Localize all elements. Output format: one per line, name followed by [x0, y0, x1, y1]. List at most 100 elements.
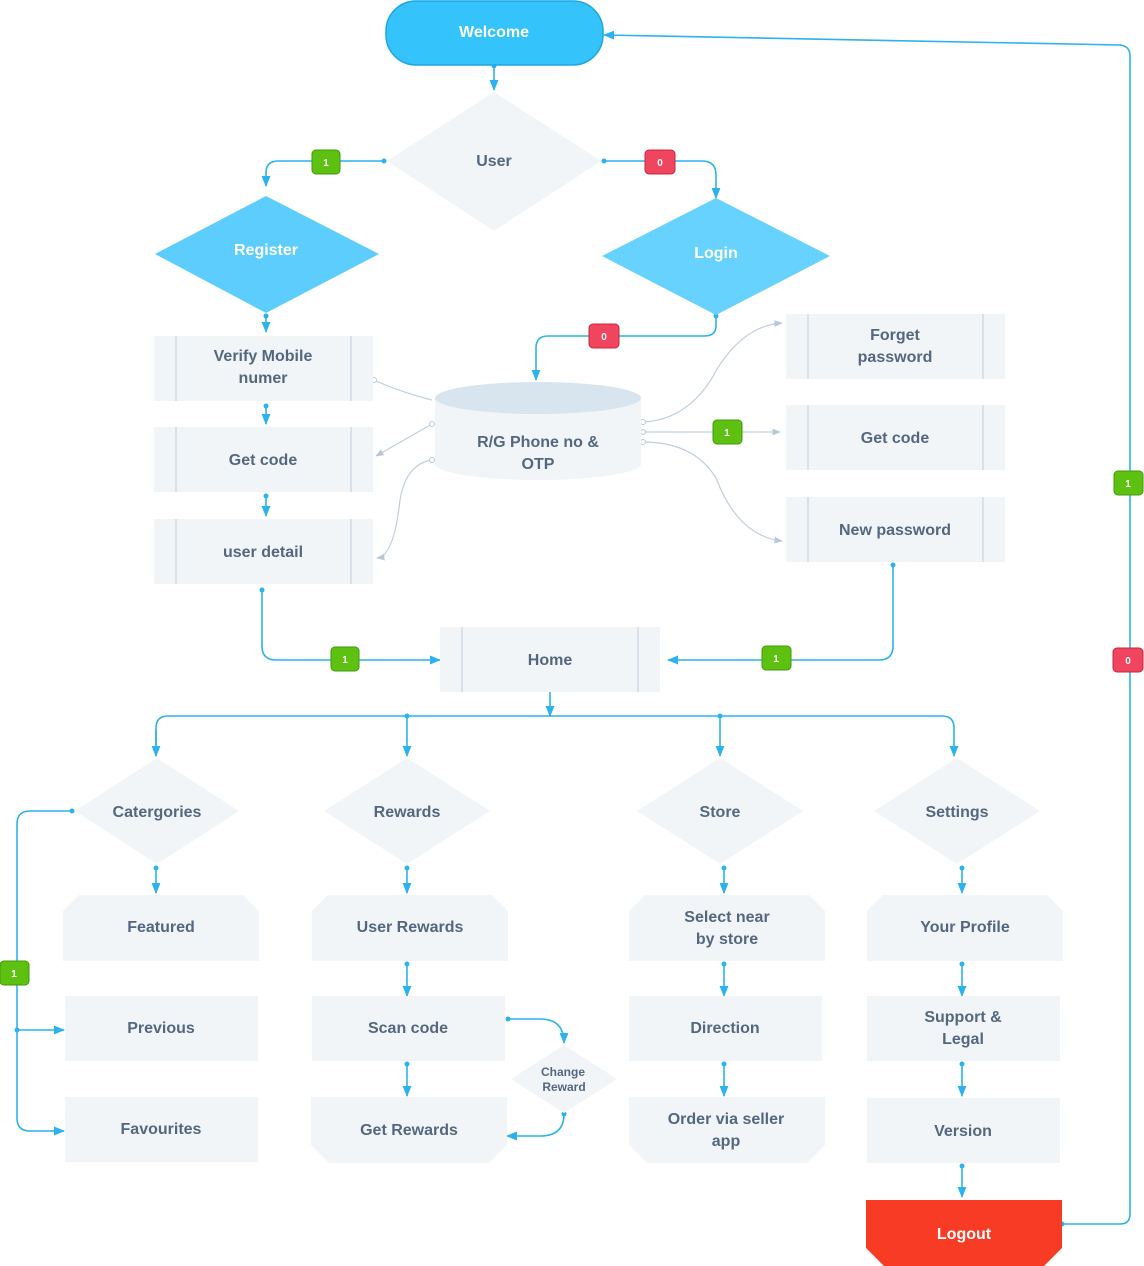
register-decision[interactable]: Register [155, 196, 379, 313]
change-reward-label-line2: Reward [542, 1080, 585, 1094]
forget-password-label-line2: password [858, 349, 933, 366]
user-label: User [476, 153, 512, 170]
select-store-label-line1: Select near [684, 909, 769, 926]
logout-node[interactable]: Logout [866, 1200, 1062, 1266]
badge-logout-welcome-yes: 1 [1113, 470, 1144, 496]
edge-newpass-home [666, 565, 894, 665]
order-via-seller-label-line2: app [712, 1133, 741, 1150]
favourites-label: Favourites [121, 1121, 202, 1138]
edge-database-newpass [642, 441, 783, 544]
favourites-node[interactable]: Favourites [65, 1097, 258, 1162]
get-rewards-node[interactable]: Get Rewards [311, 1097, 507, 1163]
svg-text:0: 0 [657, 158, 663, 169]
svg-text:1: 1 [11, 969, 17, 980]
select-store-label-line2: by store [696, 931, 758, 948]
store-decision[interactable]: Store [637, 758, 803, 864]
support-legal-node[interactable]: Support & Legal [867, 996, 1060, 1061]
user-rewards-node[interactable]: User Rewards [312, 895, 508, 961]
settings-decision[interactable]: Settings [874, 758, 1040, 864]
new-password-label: New password [839, 522, 951, 539]
version-label: Version [934, 1123, 992, 1140]
database-label-line1: R/G Phone no & [477, 434, 599, 451]
verify-mobile-node[interactable]: Verify Mobile numer [154, 336, 373, 401]
select-store-node[interactable]: Select near by store [629, 895, 825, 961]
user-detail-label: user detail [223, 544, 303, 561]
your-profile-node[interactable]: Your Profile [867, 895, 1063, 961]
user-rewards-label: User Rewards [357, 919, 464, 936]
login-label: Login [694, 245, 738, 262]
new-password-node[interactable]: New password [786, 497, 1005, 562]
welcome-node[interactable]: Welcome [385, 0, 604, 66]
edges [16, 30, 1131, 1225]
edge-database-detail [376, 459, 433, 561]
svg-text:1: 1 [1125, 479, 1131, 490]
forget-password-label-line1: Forget [870, 327, 920, 344]
badge-login-database: 0 [588, 323, 620, 349]
svg-text:0: 0 [601, 332, 607, 343]
svg-text:1: 1 [773, 654, 779, 665]
home-label: Home [528, 652, 573, 669]
direction-label: Direction [690, 1020, 759, 1037]
your-profile-label: Your Profile [920, 919, 1010, 936]
badge-user-register: 1 [311, 149, 341, 175]
edge-database-getcode [375, 423, 433, 457]
rewards-label: Rewards [374, 804, 441, 821]
categories-decision[interactable]: Catergories [75, 758, 239, 864]
badge-detail-home: 1 [330, 646, 360, 672]
badge-newpass-home: 1 [761, 645, 792, 671]
database-node[interactable]: R/G Phone no & OTP [435, 382, 641, 480]
verify-mobile-label-line1: Verify Mobile [214, 348, 313, 365]
edge-user-register [261, 160, 384, 188]
support-legal-label-line2: Legal [942, 1031, 984, 1048]
settings-label: Settings [925, 804, 988, 821]
badge-logout-welcome-no: 0 [1112, 647, 1144, 673]
order-via-seller-label-line1: Order via seller [668, 1111, 785, 1128]
change-reward-decision[interactable]: Change Reward [511, 1045, 617, 1113]
get-code-right-node[interactable]: Get code [786, 405, 1005, 470]
badge-user-login: 0 [644, 149, 676, 175]
previous-node[interactable]: Previous [65, 996, 258, 1061]
rewards-decision[interactable]: Rewards [324, 758, 490, 864]
store-label: Store [700, 804, 741, 821]
version-node[interactable]: Version [867, 1098, 1060, 1163]
forget-password-node[interactable]: Forget password [786, 314, 1005, 379]
get-code-right-label: Get code [861, 430, 930, 447]
svg-text:0: 0 [1125, 656, 1131, 667]
order-via-seller-node[interactable]: Order via seller app [629, 1097, 825, 1163]
register-label: Register [234, 242, 298, 259]
scan-code-label: Scan code [368, 1020, 448, 1037]
edge-home-settings [155, 715, 959, 758]
svg-text:1: 1 [724, 428, 730, 439]
previous-label: Previous [127, 1020, 195, 1037]
home-node[interactable]: Home [440, 627, 660, 692]
badge-categories-loop: 1 [0, 960, 30, 986]
edge-detail-home [261, 590, 442, 665]
featured-node[interactable]: Featured [63, 895, 259, 961]
edge-verify-database [373, 379, 433, 401]
categories-label: Catergories [113, 804, 202, 821]
welcome-label: Welcome [459, 24, 529, 41]
login-decision[interactable]: Login [602, 198, 830, 315]
edge-change-getrewards [505, 1113, 565, 1141]
edge-database-forget [642, 320, 783, 423]
get-rewards-label: Get Rewards [360, 1122, 458, 1139]
database-label-line2: OTP [522, 456, 555, 473]
edge-user-login [604, 160, 721, 200]
verify-mobile-label-line2: numer [239, 370, 288, 387]
logout-label: Logout [937, 1226, 992, 1243]
edge-logout-welcome [602, 30, 1131, 1225]
user-decision[interactable]: User [387, 92, 601, 231]
get-code-left-label: Get code [229, 452, 298, 469]
svg-text:1: 1 [342, 655, 348, 666]
change-reward-label-line1: Change [541, 1065, 585, 1079]
scan-code-node[interactable]: Scan code [312, 996, 505, 1061]
support-legal-label-line1: Support & [924, 1009, 1002, 1026]
direction-node[interactable]: Direction [629, 996, 822, 1061]
user-detail-node[interactable]: user detail [154, 519, 373, 584]
svg-text:1: 1 [323, 158, 329, 169]
edge-scan-change [508, 1018, 569, 1045]
get-code-left-node[interactable]: Get code [154, 427, 373, 492]
featured-label: Featured [127, 919, 195, 936]
edge-login-database [531, 316, 717, 382]
